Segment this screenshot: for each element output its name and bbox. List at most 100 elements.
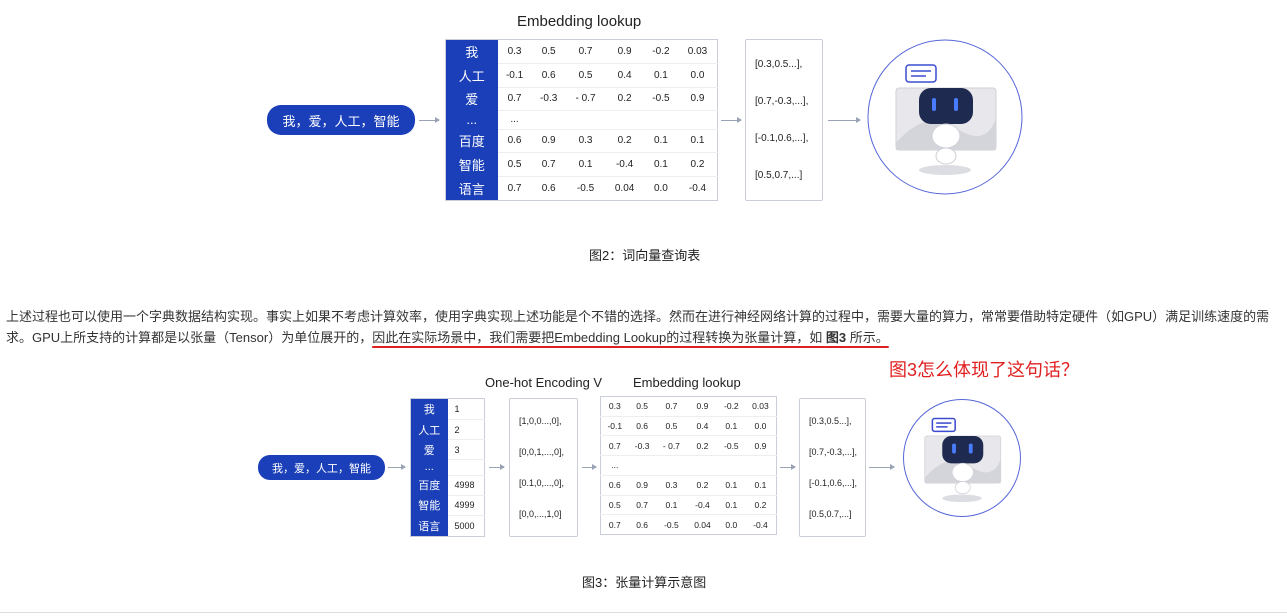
value-cell: 0.7 bbox=[497, 86, 532, 111]
matrix-cell: 0.7 bbox=[600, 435, 629, 456]
matrix-cell: 0.7 bbox=[600, 514, 629, 535]
fig3-arrow-2 bbox=[489, 464, 505, 470]
matrix-cell bbox=[687, 455, 718, 476]
value-cell: -0.3 bbox=[531, 86, 566, 111]
matrix-cell: - 0.7 bbox=[655, 435, 688, 456]
matrix-cell: -0.4 bbox=[744, 514, 777, 535]
word-cell: ... bbox=[445, 110, 498, 130]
matrix-cell: 0.0 bbox=[717, 514, 745, 535]
value-cell: ... bbox=[497, 110, 532, 130]
matrix-row: ... bbox=[600, 455, 777, 476]
matrix-cell: 0.3 bbox=[655, 474, 688, 496]
value-cell: 0.9 bbox=[531, 128, 566, 153]
fig3-robot-illustration bbox=[903, 399, 1021, 517]
word-cell: ... bbox=[410, 459, 448, 476]
fig3-arrow-5 bbox=[869, 464, 895, 470]
matrix-cell: 0.6 bbox=[600, 474, 629, 496]
value-cell bbox=[677, 110, 718, 130]
value-cell: 0.5 bbox=[565, 63, 606, 88]
matrix-cell: -0.5 bbox=[717, 435, 745, 456]
id-cell bbox=[447, 459, 485, 476]
matrix-cell: 0.4 bbox=[687, 415, 718, 436]
value-cell: 0.0 bbox=[677, 63, 718, 88]
matrix-cell bbox=[717, 455, 745, 476]
highlighted-text-end: 所示。 bbox=[846, 330, 889, 345]
matrix-cell: 0.0 bbox=[744, 415, 777, 436]
matrix-cell: 0.1 bbox=[717, 415, 745, 436]
word-cell: 语言 bbox=[445, 176, 498, 201]
vector-item: [0.7,-0.3,...], bbox=[755, 96, 809, 107]
value-cell: 0.1 bbox=[643, 63, 678, 88]
matrix-cell: ... bbox=[600, 455, 629, 476]
value-cell: 0.1 bbox=[643, 152, 678, 177]
word-cell: 语言 bbox=[410, 515, 448, 537]
value-cell: 0.5 bbox=[497, 152, 532, 177]
word-cell: 人工 bbox=[410, 419, 448, 440]
vector-item: [0.3,0.5...], bbox=[755, 59, 803, 70]
value-cell: 0.0 bbox=[643, 175, 678, 201]
matrix-cell: 0.7 bbox=[665, 401, 678, 412]
matrix-cell: 0.9 bbox=[744, 435, 777, 456]
value-cell: -0.4 bbox=[605, 152, 644, 177]
value-cell: 0.04 bbox=[605, 175, 644, 201]
fig2-robot-illustration bbox=[867, 39, 1023, 195]
id-cell: 4999 bbox=[447, 494, 485, 516]
fig3-caption: 图3：张量计算示意图 bbox=[582, 575, 707, 590]
value-cell: 0.1 bbox=[565, 152, 606, 177]
value-cell: 0.9 bbox=[617, 46, 632, 58]
id-cell: 2 bbox=[447, 418, 485, 440]
matrix-cell: 0.1 bbox=[744, 474, 777, 496]
matrix-cell bbox=[744, 455, 777, 476]
vector-item: [-0.1,0.6,...], bbox=[755, 133, 809, 144]
value-cell: 0.6 bbox=[531, 175, 566, 201]
fig3-embedding-title: Embedding lookup bbox=[633, 375, 741, 390]
word-cell: 人工 bbox=[445, 63, 498, 88]
onehot-vector: [1,0,0...,0], bbox=[519, 415, 562, 426]
onehot-vector: [0.1,0,...,0], bbox=[519, 478, 565, 489]
vector-item: [-0.1,0.6,...], bbox=[809, 478, 858, 489]
onehot-vector: [0,0,1,...,0], bbox=[519, 446, 565, 457]
fig3-input-label: 我，爱，人工，智能 bbox=[272, 462, 371, 475]
word-cell: 百度 bbox=[445, 129, 498, 153]
value-cell: 0.7 bbox=[578, 46, 593, 58]
value-cell: -0.2 bbox=[652, 46, 670, 58]
value-cell: -0.1 bbox=[497, 63, 532, 88]
fig2-input-pill: 我，爱，人工，智能 bbox=[267, 105, 415, 135]
id-cell: 5000 bbox=[447, 515, 485, 537]
fig3-onehot-title: One-hot Encoding V bbox=[485, 375, 603, 390]
figure-ref: 图3 bbox=[825, 330, 847, 345]
matrix-cell: 0.6 bbox=[628, 415, 656, 436]
value-cell: 0.7 bbox=[531, 152, 566, 177]
matrix-cell: 0.5 bbox=[655, 415, 688, 436]
onehot-vector: [0,0,...,1,0] bbox=[519, 509, 562, 520]
matrix-cell bbox=[628, 455, 656, 476]
value-cell: 0.1 bbox=[677, 128, 718, 153]
matrix-cell: -0.3 bbox=[628, 435, 656, 456]
matrix-cell: -0.4 bbox=[687, 494, 718, 515]
value-cell: -0.5 bbox=[565, 175, 606, 201]
vector-item: [0.5,0.7,...] bbox=[755, 170, 803, 181]
paragraph-text-before: 上述过程也可以使用一个字典数据结构实现。事实上如果不考虑计算效率，使用字典实现上… bbox=[6, 309, 1270, 345]
value-cell: 0.2 bbox=[605, 128, 644, 153]
value-cell: 0.03 bbox=[687, 46, 708, 58]
word-cell: 智能 bbox=[445, 152, 498, 177]
matrix-cell bbox=[655, 455, 688, 476]
matrix-cell: 0.9 bbox=[696, 401, 709, 412]
value-cell bbox=[531, 110, 566, 130]
matrix-cell: -0.2 bbox=[724, 401, 739, 412]
word-cell: 智能 bbox=[410, 495, 448, 516]
fig3-arrow-1 bbox=[388, 464, 406, 470]
value-cell: 0.2 bbox=[677, 152, 718, 177]
word-cell: 百度 bbox=[410, 475, 448, 496]
matrix-cell: 0.5 bbox=[600, 494, 629, 515]
